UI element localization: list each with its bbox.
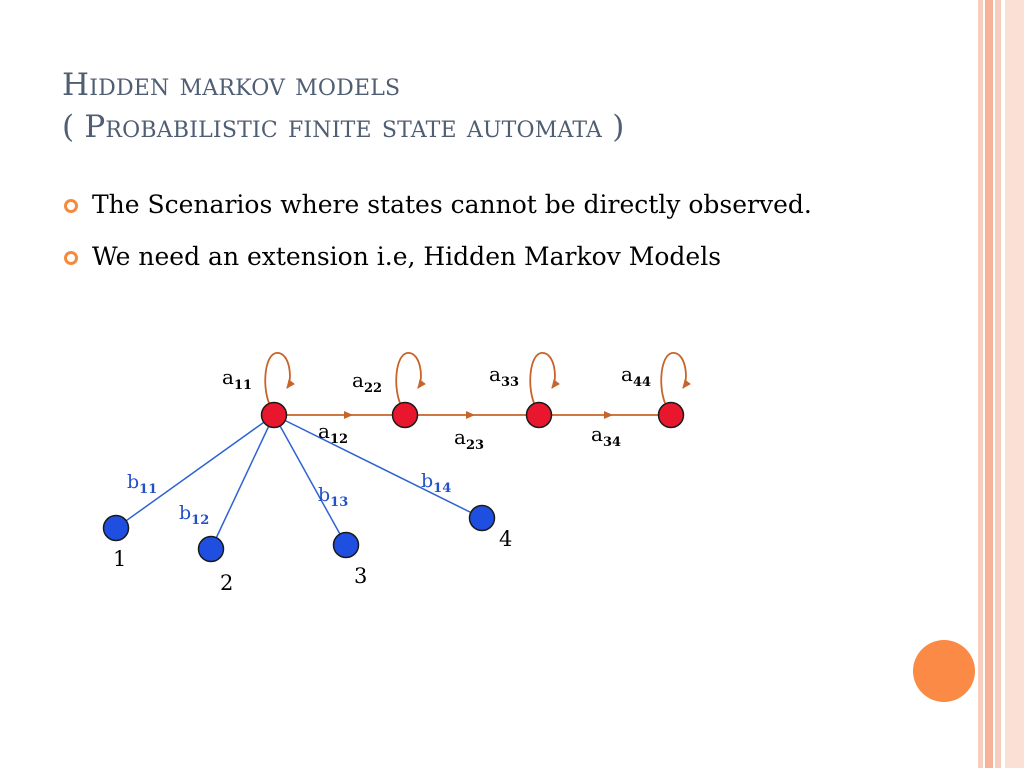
hidden-state-4 (657, 401, 685, 429)
bullet-item-2: We need an extension i.e, Hidden Markov … (62, 238, 922, 276)
label-a11-sub: 11 (234, 378, 252, 393)
emission-line-4 (273, 414, 483, 519)
observation-node-3 (332, 531, 360, 559)
bullet-text-2: We need an extension i.e, Hidden Markov … (92, 242, 722, 271)
label-b12: b12 (179, 502, 209, 528)
label-b13-sub: 13 (330, 495, 348, 510)
label-a44: a44 (621, 362, 651, 390)
bullet-list: The Scenarios where states cannot be dir… (62, 186, 922, 290)
hidden-state-3 (525, 401, 553, 429)
label-a33-base: a (489, 362, 501, 386)
label-a23-sub: 23 (466, 438, 484, 453)
bullet-ring-icon (64, 251, 78, 265)
self-loop-2 (395, 352, 426, 404)
observation-label-1: 1 (113, 547, 126, 571)
label-a34: a34 (591, 422, 621, 450)
emission-line-3 (273, 414, 347, 546)
bullet-ring-icon (64, 199, 78, 213)
emission-line-1 (115, 414, 275, 529)
label-b14-base: b (421, 470, 433, 492)
observation-labels: 1 2 3 4 (113, 527, 512, 595)
border-stripe (1005, 0, 1024, 768)
hidden-state-1 (260, 401, 288, 429)
bullet-item-1: The Scenarios where states cannot be dir… (62, 186, 922, 224)
hidden-states (260, 401, 685, 429)
label-a22-sub: 22 (364, 381, 382, 396)
observation-label-2: 2 (220, 571, 233, 595)
label-b14: b14 (421, 470, 451, 496)
label-a12-sub: 12 (330, 432, 348, 447)
observation-label-4: 4 (499, 527, 512, 551)
label-a34-base: a (591, 422, 603, 446)
bullet-text-1: The Scenarios where states cannot be dir… (92, 190, 812, 219)
label-a44-base: a (621, 362, 633, 386)
border-stripe (985, 0, 993, 768)
emission-line-2 (210, 414, 275, 550)
decorative-orange-circle (913, 640, 975, 702)
label-a11: a11 (222, 365, 252, 393)
label-a33: a33 (489, 362, 519, 390)
label-a33-sub: 33 (501, 375, 519, 390)
label-a22: a22 (352, 368, 382, 396)
border-gap (993, 0, 995, 768)
label-a44-sub: 44 (633, 375, 651, 390)
label-a23-base: a (454, 425, 466, 449)
self-loop-1 (264, 352, 295, 404)
border-stripe (978, 0, 983, 768)
title-line-2: ( Probabilistic finite state automata ) (62, 109, 625, 145)
label-a23: a23 (454, 425, 484, 453)
slide-title: Hidden markov models ( Probabilistic fin… (62, 64, 942, 148)
label-b14-sub: 14 (433, 481, 451, 496)
label-b13-base: b (318, 484, 330, 506)
self-transition-labels: a11 a22 a33 a44 (222, 362, 651, 396)
label-a12-base: a (318, 419, 330, 443)
self-loop-3 (529, 352, 560, 404)
label-b11: b11 (127, 471, 157, 497)
label-a34-sub: 34 (603, 435, 621, 450)
label-b11-sub: 11 (139, 482, 157, 497)
hidden-state-2 (391, 401, 419, 429)
border-gap (1001, 0, 1005, 768)
observation-node-1 (102, 514, 130, 542)
decorative-right-border (978, 0, 1024, 768)
emission-labels: b11 b12 b13 b14 (127, 470, 451, 528)
observation-node-4 (468, 504, 496, 532)
transition-labels: a12 a23 a34 (318, 419, 621, 453)
observation-node-2 (197, 535, 225, 563)
observation-label-3: 3 (354, 564, 367, 588)
label-a12: a12 (318, 419, 348, 447)
label-b11-base: b (127, 471, 139, 493)
self-loop-4 (660, 352, 691, 404)
self-loops (264, 352, 691, 404)
label-b12-sub: 12 (191, 513, 209, 528)
label-b13: b13 (318, 484, 348, 510)
label-a22-base: a (352, 368, 364, 392)
observation-nodes (102, 504, 496, 563)
label-b12-base: b (179, 502, 191, 524)
label-a11-base: a (222, 365, 234, 389)
emission-lines (115, 414, 483, 550)
border-stripe (995, 0, 1001, 768)
title-line-1: Hidden markov models (62, 67, 401, 103)
border-gap (983, 0, 985, 768)
